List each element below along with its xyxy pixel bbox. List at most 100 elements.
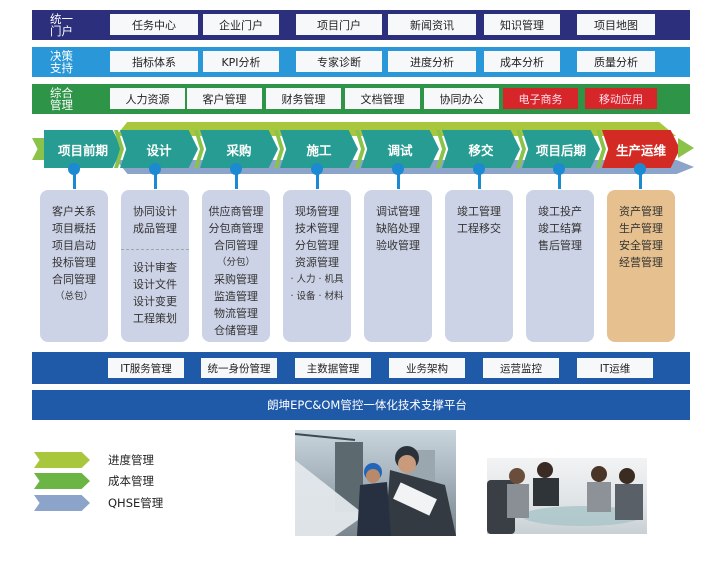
module-note: · 设备 · 材料 xyxy=(290,291,344,302)
chevron-swatch-icon xyxy=(34,473,90,489)
management-item-finance[interactable]: 财务管理 xyxy=(266,88,341,109)
connector-stem xyxy=(639,172,642,189)
module-item: 现场管理 xyxy=(295,205,339,218)
module-item: 验收管理 xyxy=(376,239,420,252)
module-card-post-project: 竣工投产 竣工结算 售后管理 xyxy=(526,190,594,342)
portal-item-knowledge[interactable]: 知识管理 xyxy=(484,14,560,35)
module-item: 合同管理 xyxy=(214,239,258,252)
module-item: 设计变更 xyxy=(133,295,177,308)
management-item-ecommerce[interactable]: 电子商务 xyxy=(503,88,578,109)
module-item: 售后管理 xyxy=(538,239,582,252)
decision-item-schedule[interactable]: 进度分析 xyxy=(388,51,476,72)
platform-title-bar: 朗坤EPC&OM管控一体化技术支撑平台 xyxy=(32,390,690,420)
chevron-swatch-icon xyxy=(34,495,90,511)
module-item: 客户关系 xyxy=(52,205,96,218)
management-band-label: 综合 管理 xyxy=(32,87,94,111)
module-item: 项目启动 xyxy=(52,239,96,252)
legend-item-cost: 成本管理 xyxy=(34,473,154,489)
arrow-head-icon xyxy=(678,138,694,158)
module-note: （分包） xyxy=(216,257,255,268)
module-item: 竣工管理 xyxy=(457,205,501,218)
management-item-customer[interactable]: 客户管理 xyxy=(187,88,262,109)
module-card-handover: 竣工管理 工程移交 xyxy=(445,190,513,342)
module-item: 生产管理 xyxy=(619,222,663,235)
construction-photo-illustration xyxy=(295,433,456,536)
module-item: 供应商管理 xyxy=(208,205,264,218)
module-item: 设计文件 xyxy=(133,278,177,291)
portal-item-project[interactable]: 项目门户 xyxy=(296,14,382,35)
stage-procurement[interactable]: 采购 xyxy=(200,130,278,168)
legend-label: 成本管理 xyxy=(108,474,154,488)
it-item-ops-monitoring[interactable]: 运营监控 xyxy=(483,358,559,378)
connector-stem xyxy=(235,172,238,189)
portal-item-enterprise[interactable]: 企业门户 xyxy=(203,14,279,35)
stage-handover[interactable]: 移交 xyxy=(442,130,520,168)
connector-pin-icon xyxy=(473,163,485,175)
platform-title: 朗坤EPC&OM管控一体化技术支撑平台 xyxy=(267,398,467,412)
it-services-band: IT服务管理 统一身份管理 主数据管理 业务架构 运营监控 IT运维 xyxy=(32,352,690,384)
management-item-mobile[interactable]: 移动应用 xyxy=(585,88,657,109)
it-item-it-ops[interactable]: IT运维 xyxy=(577,358,653,378)
legend-item-qhse: QHSE管理 xyxy=(34,495,163,511)
module-card-construction: 现场管理 技术管理 分包管理 资源管理 · 人力 · 机具 · 设备 · 材料 xyxy=(283,190,351,342)
stage-pre-project[interactable]: 项目前期 xyxy=(44,130,122,168)
module-item: 仓储管理 xyxy=(214,324,258,337)
stage-operations[interactable]: 生产运维 xyxy=(602,130,680,168)
chevron-swatch-icon xyxy=(34,452,90,468)
module-item: 投标管理 xyxy=(52,256,96,269)
connector-stem xyxy=(478,172,481,189)
connector-stem xyxy=(154,172,157,189)
dashed-divider xyxy=(121,249,189,250)
label-line-1: 综合 xyxy=(50,86,73,100)
decision-item-expert[interactable]: 专家诊断 xyxy=(296,51,382,72)
construction-photo xyxy=(295,430,456,536)
legend-label: QHSE管理 xyxy=(108,496,164,510)
label-line-1: 统一 xyxy=(50,12,73,26)
portal-item-news[interactable]: 新闻资讯 xyxy=(388,14,476,35)
decision-item-quality[interactable]: 质量分析 xyxy=(577,51,655,72)
portal-item-task-center[interactable]: 任务中心 xyxy=(110,14,198,35)
module-card-procurement: 供应商管理 分包商管理 合同管理 （分包） 采购管理 监造管理 物流管理 仓储管… xyxy=(202,190,270,342)
module-item: 工程策划 xyxy=(133,312,177,325)
module-item: 调试管理 xyxy=(376,205,420,218)
management-item-documents[interactable]: 文档管理 xyxy=(345,88,420,109)
module-card-commissioning: 调试管理 缺陷处理 验收管理 xyxy=(364,190,432,342)
decision-item-cost[interactable]: 成本分析 xyxy=(484,51,560,72)
module-item: 资源管理 xyxy=(295,256,339,269)
module-note: （总包） xyxy=(54,291,93,302)
stage-flow: 项目前期 设计 采购 施工 调试 移交 项目后期 生产运维 xyxy=(0,118,708,180)
module-item: 监造管理 xyxy=(214,290,258,303)
decision-item-indicators[interactable]: 指标体系 xyxy=(110,51,198,72)
it-item-master-data[interactable]: 主数据管理 xyxy=(295,358,371,378)
label-line-2: 门户 xyxy=(50,24,73,38)
it-item-service-mgmt[interactable]: IT服务管理 xyxy=(108,358,184,378)
meeting-photo-illustration xyxy=(487,462,643,534)
module-item: 竣工结算 xyxy=(538,222,582,235)
module-item: 缺陷处理 xyxy=(376,222,420,235)
module-item: 经营管理 xyxy=(619,256,663,269)
stage-design[interactable]: 设计 xyxy=(120,130,198,168)
module-item: 资产管理 xyxy=(619,205,663,218)
connector-pin-icon xyxy=(311,163,323,175)
portal-item-project-map[interactable]: 项目地图 xyxy=(577,14,655,35)
management-item-collaboration[interactable]: 协同办公 xyxy=(424,88,499,109)
module-item: 技术管理 xyxy=(295,222,339,235)
module-item: 安全管理 xyxy=(619,239,663,252)
it-item-business-arch[interactable]: 业务架构 xyxy=(389,358,465,378)
module-card-design: 协同设计 成品管理 设计审查 设计文件 设计变更 工程策划 xyxy=(121,190,189,342)
portal-band: 统一 门户 任务中心 企业门户 项目门户 新闻资讯 知识管理 项目地图 xyxy=(32,10,690,40)
module-item: 物流管理 xyxy=(214,307,258,320)
management-item-hr[interactable]: 人力资源 xyxy=(110,88,185,109)
connector-stem xyxy=(73,172,76,189)
connector-stem xyxy=(558,172,561,189)
stage-construction[interactable]: 施工 xyxy=(280,130,358,168)
connector-pin-icon xyxy=(149,163,161,175)
connector-pin-icon xyxy=(634,163,646,175)
it-item-identity[interactable]: 统一身份管理 xyxy=(201,358,277,378)
stage-post-project[interactable]: 项目后期 xyxy=(522,130,600,168)
stage-commissioning[interactable]: 调试 xyxy=(361,130,439,168)
module-item: 协同设计 xyxy=(133,205,177,218)
decision-item-kpi[interactable]: KPI分析 xyxy=(203,51,279,72)
module-item: 项目概括 xyxy=(52,222,96,235)
portal-band-label: 统一 门户 xyxy=(32,13,94,37)
